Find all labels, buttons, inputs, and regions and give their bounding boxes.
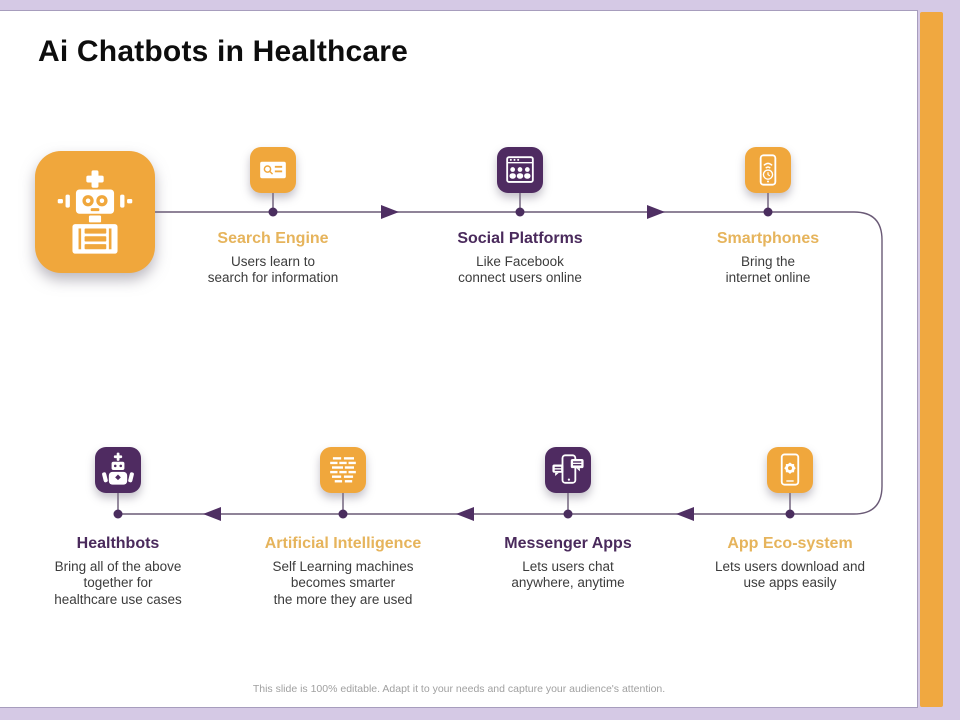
social-platforms-glyph <box>506 156 534 183</box>
arrow-right-icon <box>381 205 399 219</box>
smartphones-icon <box>745 147 791 193</box>
node-social-platforms: Social Platforms Like Facebook connect u… <box>420 230 620 287</box>
node-app-eco-system: App Eco-system Lets users download and u… <box>680 535 900 592</box>
arrow-left-icon <box>203 507 221 521</box>
healthbots-glyph <box>102 452 134 485</box>
node-title: Artificial Intelligence <box>264 535 422 552</box>
node-description: Lets users download and use apps easily <box>714 559 866 591</box>
node-description: Users learn to search for information <box>207 254 339 286</box>
artificial-intelligence-icon <box>320 447 366 493</box>
node-title: Search Engine <box>217 230 329 247</box>
connector-dot <box>563 509 573 519</box>
arrow-right-icon <box>647 205 665 219</box>
arrow-left-icon <box>676 507 694 521</box>
connector-dot <box>338 509 348 519</box>
artificial-intelligence-glyph <box>330 457 356 483</box>
node-description: Bring the internet online <box>725 254 811 286</box>
messenger-apps-glyph <box>552 454 584 484</box>
node-description: Like Facebook connect users online <box>458 254 582 286</box>
slide: Ai Chatbots in Healthcare <box>0 10 918 708</box>
node-search-engine: Search Engine Users learn to search for … <box>173 230 373 287</box>
node-healthbots: Healthbots Bring all of the above togeth… <box>28 535 208 608</box>
node-description: Bring all of the above together for heal… <box>54 559 182 607</box>
node-description: Self Learning machines becomes smarter t… <box>272 559 414 607</box>
smartphones-glyph <box>759 154 777 186</box>
flow-connector <box>113 193 883 521</box>
app-eco-system-icon <box>767 447 813 493</box>
chatbot-robot-glyph <box>57 170 133 254</box>
node-artificial-intelligence: Artificial Intelligence Self Learning ma… <box>238 535 448 608</box>
editable-note: This slide is 100% editable. Adapt it to… <box>252 683 666 695</box>
search-engine-icon <box>250 147 296 193</box>
social-platforms-icon <box>497 147 543 193</box>
node-description: Lets users chat anywhere, anytime <box>511 559 625 591</box>
connector-dot <box>113 509 123 519</box>
connector-dot <box>515 207 525 217</box>
node-messenger-apps: Messenger Apps Lets users chat anywhere,… <box>468 535 668 592</box>
arrow-left-icon <box>456 507 474 521</box>
chatbot-robot-icon <box>35 151 155 273</box>
connector-dot <box>763 207 773 217</box>
healthbots-icon <box>95 447 141 493</box>
connector-line <box>118 211 883 515</box>
node-title: Smartphones <box>716 230 820 247</box>
node-title: App Eco-system <box>727 535 853 552</box>
search-engine-glyph <box>260 161 286 179</box>
page-title: Ai Chatbots in Healthcare <box>38 35 409 68</box>
connector-dot <box>268 207 278 217</box>
app-eco-system-glyph <box>780 453 800 486</box>
accent-bar <box>920 12 943 707</box>
connector-dot <box>785 509 795 519</box>
node-title: Social Platforms <box>457 230 583 247</box>
node-smartphones: Smartphones Bring the internet online <box>668 230 868 287</box>
node-title: Messenger Apps <box>504 535 632 552</box>
messenger-apps-icon <box>545 447 591 493</box>
node-title: Healthbots <box>76 535 160 552</box>
